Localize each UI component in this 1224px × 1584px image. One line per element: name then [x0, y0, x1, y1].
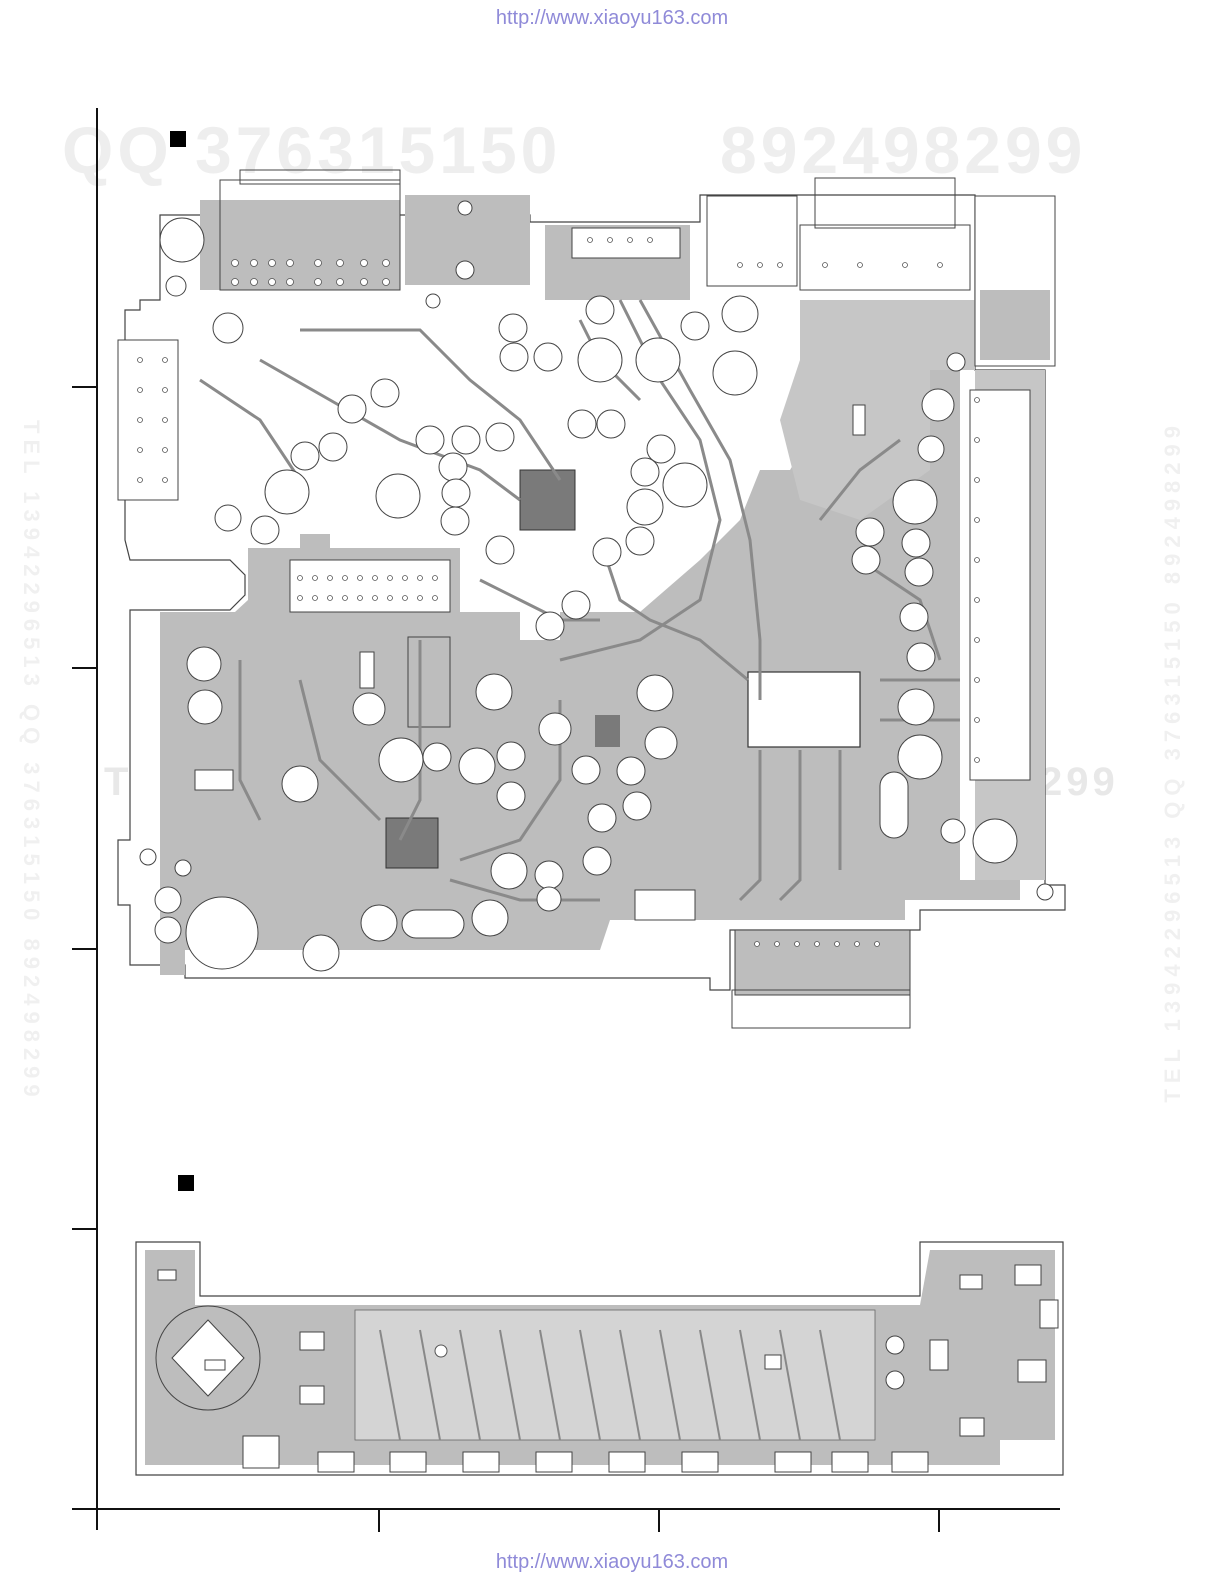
- display-via: [435, 1345, 447, 1357]
- ic-tiny: [595, 715, 620, 747]
- connector-pour-left: [200, 200, 400, 290]
- crystal-2: [402, 910, 464, 938]
- ir-receiver: [243, 1436, 279, 1468]
- header-connector-bottom: [735, 930, 910, 995]
- transistor-2: [853, 405, 865, 435]
- ic-3: [386, 818, 438, 868]
- crystal: [880, 772, 908, 838]
- power-jack-pour: [980, 290, 1050, 360]
- ic-2: [748, 672, 860, 747]
- ic-1: [520, 470, 575, 530]
- header-connector-bottom-body: [732, 990, 910, 1028]
- main-board: [118, 170, 1065, 1028]
- header-connector-mid: [290, 560, 450, 612]
- transistor: [360, 652, 374, 688]
- header-connector-left: [118, 340, 178, 500]
- header-connector-top: [572, 228, 680, 258]
- footer-url[interactable]: http://www.xiaoyu163.com: [0, 1551, 1224, 1574]
- connector-top-left: [240, 170, 400, 184]
- display-pad: [765, 1355, 781, 1369]
- display-board: [136, 1242, 1063, 1475]
- led-1: [886, 1336, 904, 1354]
- led-2: [886, 1371, 904, 1389]
- jack-2: [800, 225, 970, 290]
- jumper: [195, 770, 233, 790]
- jack-1: [707, 196, 797, 286]
- ic-small: [635, 890, 695, 920]
- tact-switches: [318, 1452, 928, 1472]
